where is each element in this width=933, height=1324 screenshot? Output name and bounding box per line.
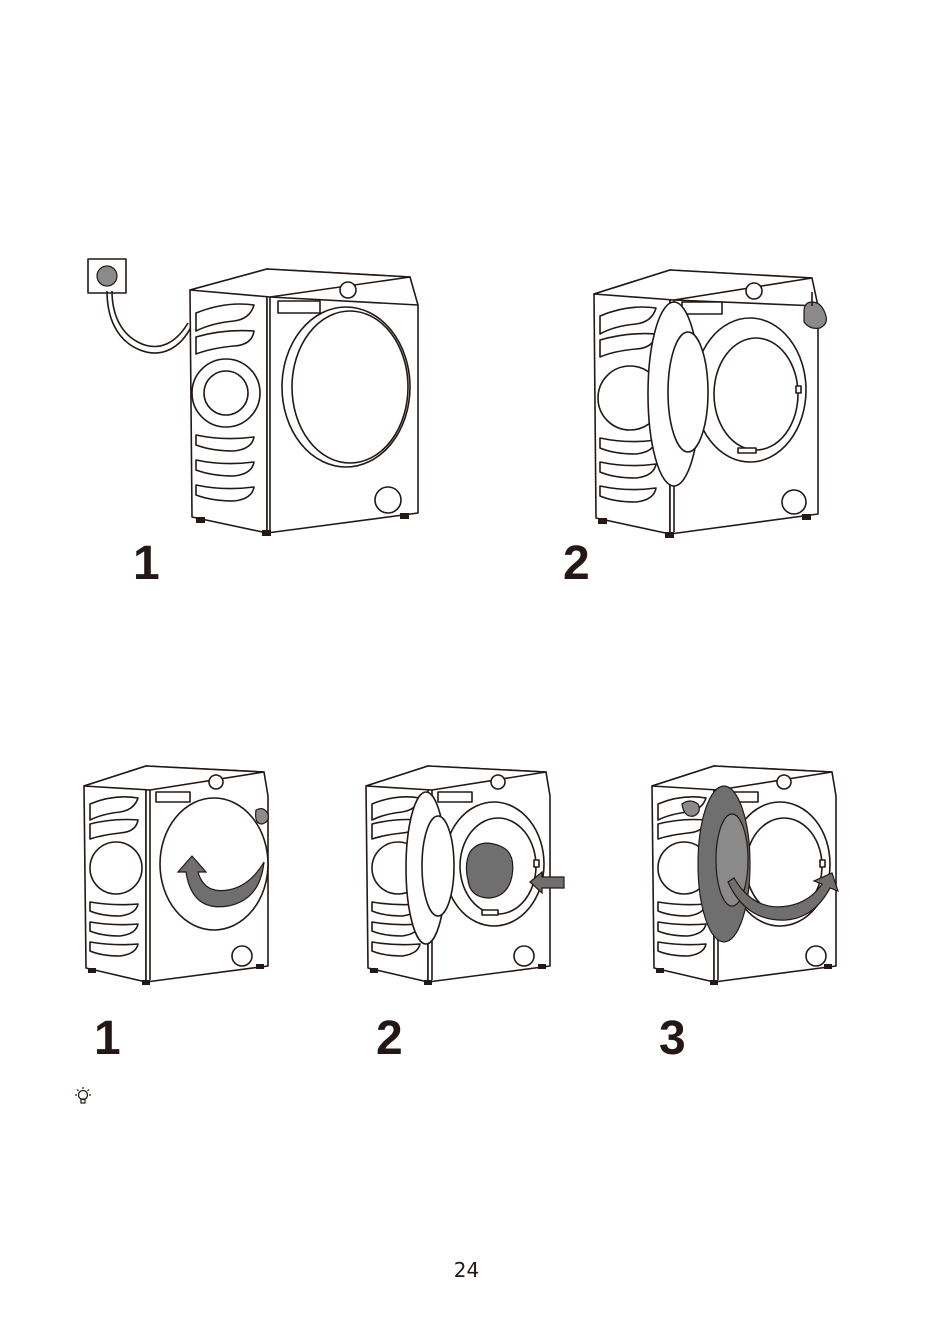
step-number-bottom-2: 2: [376, 1015, 403, 1063]
illustration-plug-in: [80, 255, 430, 545]
step-number-bottom-3: 3: [659, 1015, 686, 1063]
lightbulb-icon: [72, 1086, 94, 1108]
step-number-top-1: 1: [133, 540, 160, 588]
step-number-top-2: 2: [563, 540, 590, 588]
step-number-bottom-1: 1: [94, 1015, 121, 1063]
illustration-close-door: [648, 760, 858, 990]
page-number: 24: [0, 1258, 933, 1282]
illustration-power-on: [590, 262, 850, 542]
illustration-load-laundry: [362, 760, 572, 990]
power-plug-icon: [88, 259, 192, 353]
illustration-open-door: [80, 760, 290, 990]
